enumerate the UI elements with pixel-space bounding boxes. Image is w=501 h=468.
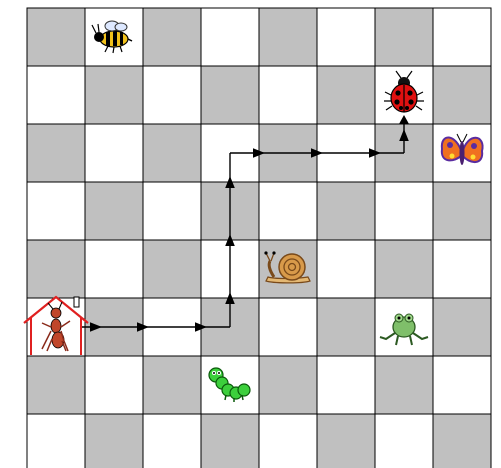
board-cell[interactable] [85,356,143,414]
board-cell[interactable] [143,356,201,414]
board-cell[interactable] [85,240,143,298]
board-cell[interactable] [375,182,433,240]
ant-house-icon[interactable] [24,297,88,355]
board-cell[interactable] [259,414,317,468]
board-cell[interactable] [317,182,375,240]
board-cell[interactable] [317,240,375,298]
board-cell[interactable] [375,8,433,66]
board-cell[interactable] [317,414,375,468]
board-cell[interactable] [259,8,317,66]
board-cell[interactable] [433,66,491,124]
board-cell[interactable] [317,298,375,356]
board-cell[interactable] [85,124,143,182]
board-cell[interactable] [27,182,85,240]
board-cell[interactable] [85,414,143,468]
board-cell[interactable] [375,240,433,298]
board-cell[interactable] [433,414,491,468]
board-cell[interactable] [259,182,317,240]
board-cell[interactable] [375,414,433,468]
board-cell[interactable] [433,8,491,66]
board-cell[interactable] [143,240,201,298]
board-cells [27,8,491,468]
board-cell[interactable] [375,356,433,414]
board-cell[interactable] [259,66,317,124]
board-cell[interactable] [317,66,375,124]
board-cell[interactable] [433,240,491,298]
board-cell[interactable] [27,414,85,468]
board-cell[interactable] [317,356,375,414]
board-cell[interactable] [259,298,317,356]
board-cell[interactable] [201,414,259,468]
board-cell[interactable] [201,8,259,66]
board-cell[interactable] [27,356,85,414]
board-cell[interactable] [143,414,201,468]
board-cell[interactable] [85,182,143,240]
board-cell[interactable] [143,66,201,124]
board-cell[interactable] [27,8,85,66]
board-cell[interactable] [27,124,85,182]
board-cell[interactable] [433,356,491,414]
board-cell[interactable] [85,66,143,124]
board-cell[interactable] [143,182,201,240]
board-cell[interactable] [27,66,85,124]
board-cell[interactable] [433,298,491,356]
board-cell[interactable] [143,8,201,66]
board-cell[interactable] [143,124,201,182]
board-cell[interactable] [433,182,491,240]
board-cell[interactable] [317,8,375,66]
board-cell[interactable] [201,66,259,124]
board-cell[interactable] [259,356,317,414]
board-cell[interactable] [27,240,85,298]
